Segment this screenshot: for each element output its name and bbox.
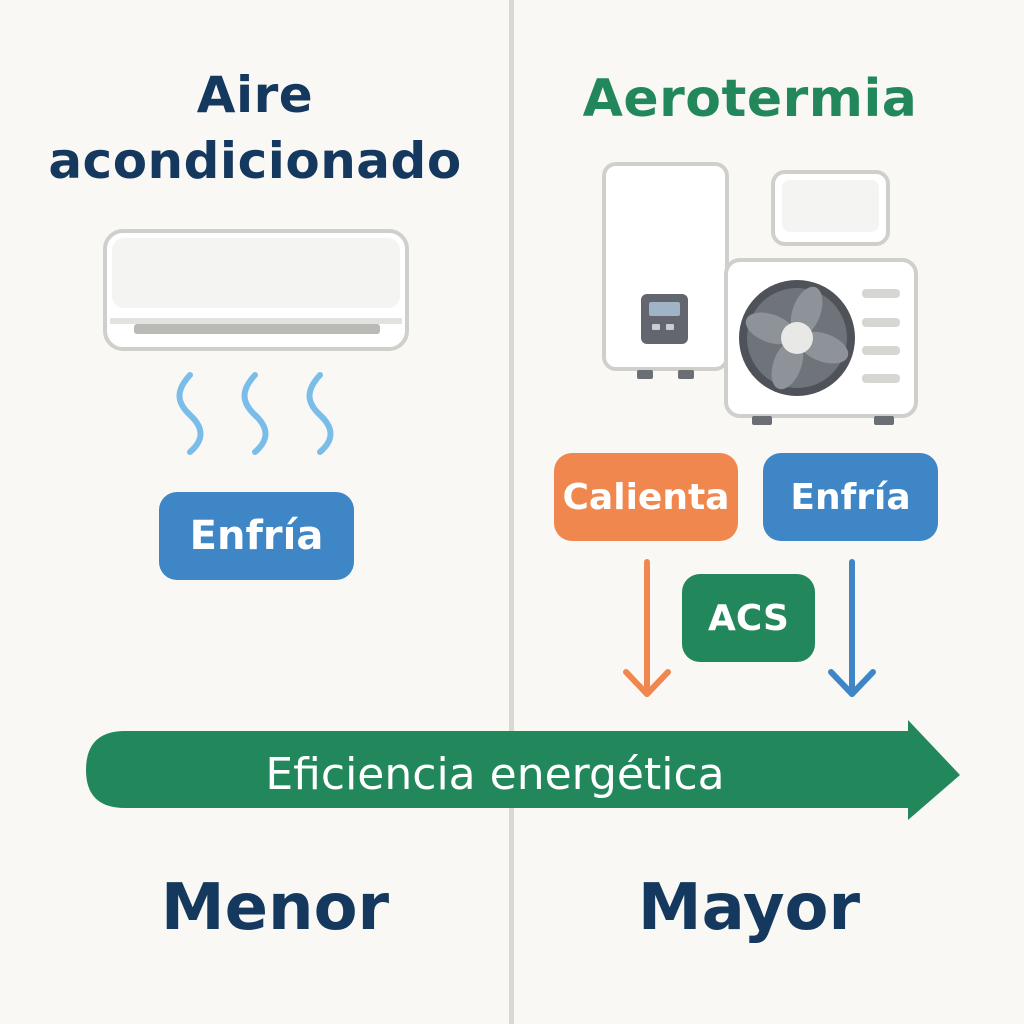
heating-badge: Calienta — [554, 453, 738, 541]
ac-cooling-badge: Enfría — [159, 492, 354, 580]
ac-unit-icon — [103, 229, 409, 351]
wall-module-icon — [771, 170, 890, 246]
cool-arrow-icon — [828, 559, 876, 697]
cooling-badge: Enfría — [763, 453, 938, 541]
acs-badge: ACS — [682, 574, 815, 662]
efficiency-banner-label: Eficiencia energética — [265, 749, 725, 800]
efficiency-arrow-banner — [86, 720, 960, 820]
outdoor-fan-unit-icon — [724, 258, 918, 425]
aerothermal-title: Aerotermia — [582, 69, 918, 129]
cold-air-waves-icon — [176, 372, 334, 455]
center-divider — [509, 0, 514, 1024]
higher-efficiency-label: Mayor — [637, 871, 861, 945]
indoor-heat-pump-unit-icon — [602, 162, 729, 379]
heat-arrow-icon — [623, 559, 671, 697]
air-conditioning-title-line2: acondicionado — [48, 132, 462, 190]
air-conditioning-title: Aire acondicionado — [20, 62, 490, 194]
lower-efficiency-label: Menor — [160, 871, 390, 945]
air-conditioning-title-line1: Aire — [196, 66, 314, 124]
